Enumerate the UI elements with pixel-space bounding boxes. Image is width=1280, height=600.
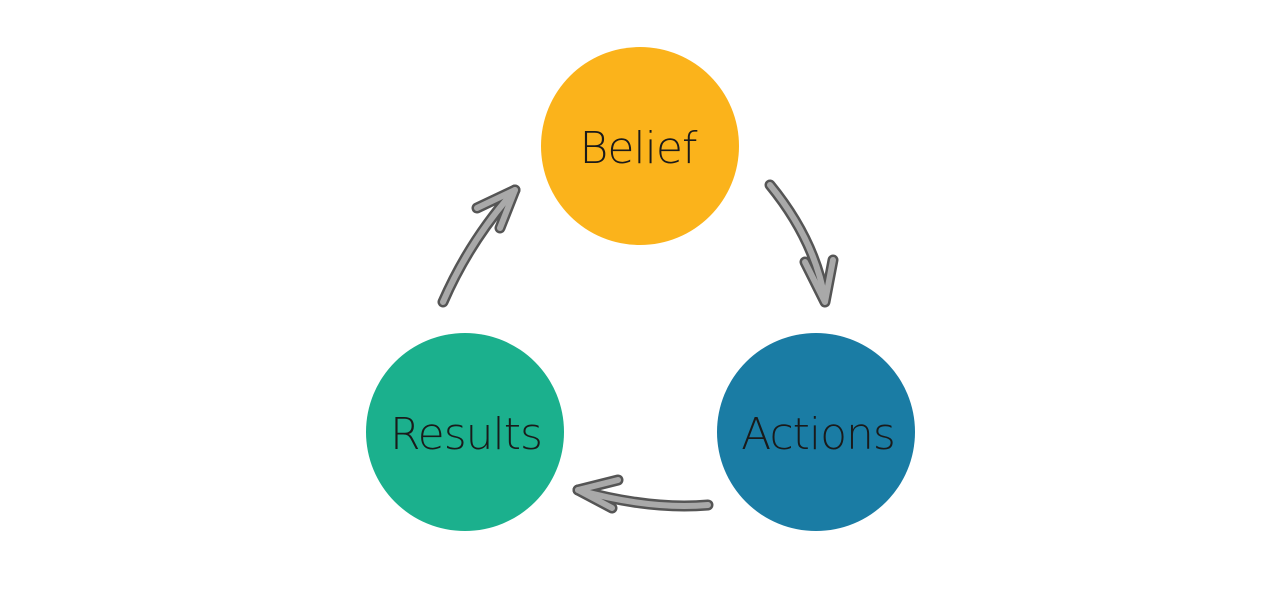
node-results-label: Results [390, 409, 542, 460]
node-actions-label: Actions [741, 409, 895, 460]
node-belief-label: Belief [580, 123, 698, 174]
node-actions: Actions [717, 333, 915, 531]
arrow-belief-to-actions [764, 179, 839, 308]
arrow-actions-to-results [572, 474, 714, 514]
node-belief: Belief [541, 47, 739, 245]
node-results: Results [366, 333, 564, 531]
arrow-results-to-belief [437, 184, 521, 308]
